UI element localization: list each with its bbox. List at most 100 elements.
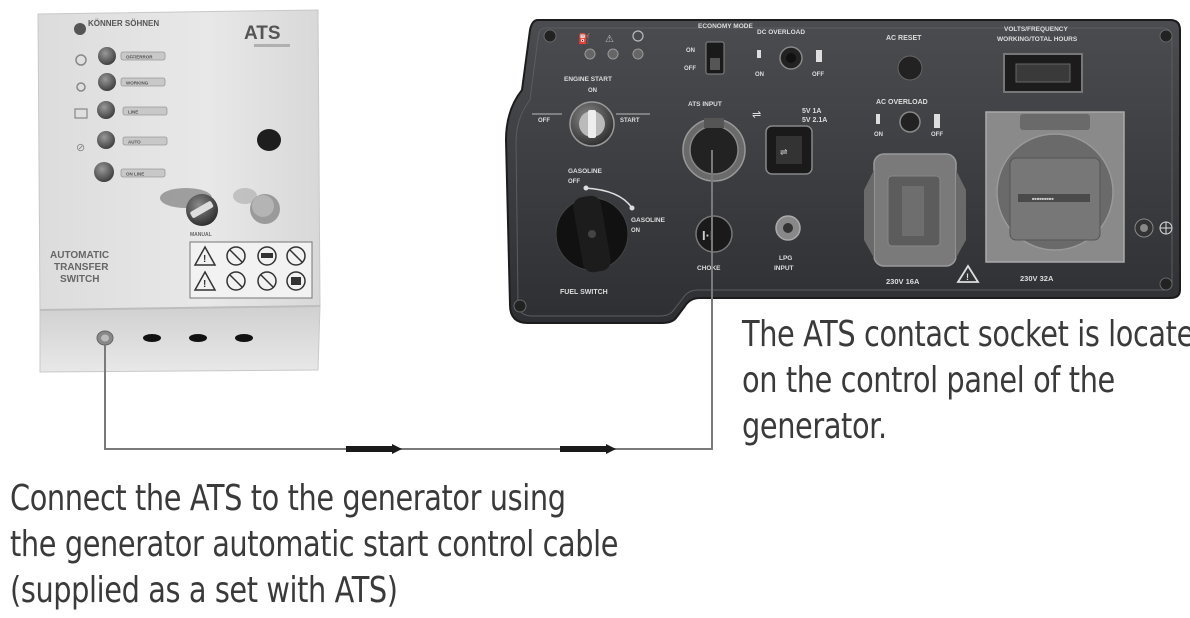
usb-icon: ⇌ bbox=[752, 109, 761, 121]
svg-text:OFF: OFF bbox=[812, 72, 824, 78]
switch-off-icon bbox=[934, 114, 940, 128]
volts-frequency-display: VOLTS/FREQUENCY WORKING/TOTAL HOURS bbox=[997, 26, 1083, 93]
socket-230v-16a: 230V 16A bbox=[864, 153, 966, 286]
no-vehicle-icon bbox=[257, 246, 277, 266]
ats-red-button bbox=[233, 188, 280, 224]
usb-port: ⇌ 5V 1A 5V 2.1A ⇌ bbox=[752, 108, 827, 175]
svg-text:GASOLINE: GASOLINE bbox=[568, 168, 603, 175]
panel-screws bbox=[513, 29, 1173, 313]
output-icon bbox=[632, 30, 644, 42]
svg-text:OFF: OFF bbox=[931, 132, 943, 138]
svg-text:FUEL SWITCH: FUEL SWITCH bbox=[560, 289, 608, 296]
engine-start-switch: ENGINE START ON OFF START bbox=[532, 76, 650, 147]
caption-line: (supplied as a set with ATS) bbox=[10, 570, 398, 611]
svg-text:!: ! bbox=[966, 272, 969, 282]
ac-overload-button bbox=[899, 111, 921, 133]
svg-text:CHOKE: CHOKE bbox=[697, 265, 721, 272]
indicator-working bbox=[98, 73, 116, 91]
svg-text:GASOLINE: GASOLINE bbox=[631, 217, 666, 224]
svg-text:ON: ON bbox=[686, 48, 695, 54]
ats-socket-caption: The ATS contact socket is located on the… bbox=[742, 312, 1190, 450]
auto-icon: ⊘ bbox=[76, 142, 85, 154]
svg-text:ON: ON bbox=[755, 72, 764, 78]
usb-symbol-icon: ⇌ bbox=[780, 147, 788, 157]
control-cable bbox=[104, 150, 713, 454]
ats-box-lettering: AUTOMATIC TRANSFER SWITCH bbox=[50, 250, 109, 285]
svg-text:ENGINE START: ENGINE START bbox=[564, 76, 612, 83]
no-fire-icon bbox=[286, 246, 306, 266]
indicator-auto bbox=[97, 131, 115, 149]
ac-reset: AC RESET bbox=[886, 35, 923, 81]
indicator-off-error bbox=[98, 47, 116, 65]
svg-text:INPUT: INPUT bbox=[774, 265, 794, 272]
svg-text:LPG: LPG bbox=[779, 255, 792, 262]
choke-icon: I·I bbox=[702, 228, 714, 243]
panel-indicator-lights: ⛽ ⚠ bbox=[578, 30, 644, 60]
arrow-head-icon bbox=[392, 444, 402, 454]
svg-text:230V 16A: 230V 16A bbox=[886, 277, 920, 286]
display-screen bbox=[1015, 63, 1071, 83]
warning-triangle-icon bbox=[193, 245, 217, 266]
gear-icon bbox=[76, 82, 86, 92]
switch-on-icon bbox=[876, 114, 880, 124]
ac-overload: AC OVERLOAD ON OFF bbox=[874, 99, 943, 138]
svg-text:SWITCH: SWITCH bbox=[60, 274, 99, 285]
no-water-icon bbox=[257, 271, 277, 291]
ats-bottom-hole bbox=[143, 334, 161, 342]
connection-caption: Connect the ATS to the generator using t… bbox=[10, 476, 619, 614]
read-manual-icon bbox=[286, 271, 306, 291]
electric-hazard-icon bbox=[193, 270, 217, 291]
caption-line: Connect the ATS to the generator using bbox=[10, 478, 566, 519]
dc-overload: DC OVERLOAD ON OFF bbox=[755, 29, 824, 78]
brand-logo-text: KÖNNER SÖHNEN bbox=[88, 19, 159, 28]
indicator-on-line bbox=[94, 162, 114, 182]
svg-text:230V 32A: 230V 32A bbox=[1020, 274, 1054, 283]
svg-text:5V 1A: 5V 1A bbox=[802, 108, 821, 115]
svg-text:!: ! bbox=[203, 279, 206, 290]
svg-text:5V 2.1A: 5V 2.1A bbox=[802, 117, 827, 124]
no-smoking-icon bbox=[226, 271, 246, 291]
ats-input-socket: ATS INPUT bbox=[682, 101, 746, 182]
svg-text:!: ! bbox=[203, 254, 206, 265]
caption-line: The ATS contact socket is located bbox=[742, 314, 1190, 355]
ats-bottom-hole bbox=[235, 334, 253, 342]
svg-text:OFF: OFF bbox=[568, 179, 580, 185]
mode-label-on-line: ON LINE bbox=[126, 172, 144, 177]
ats-warning-label: ! ! bbox=[189, 241, 313, 299]
svg-text:ATS INPUT: ATS INPUT bbox=[688, 101, 722, 108]
no-touch-icon bbox=[226, 246, 246, 266]
svg-text:ON: ON bbox=[631, 228, 640, 234]
panel-warning-icon: ! bbox=[956, 264, 980, 283]
konner-sohnen-logo: KÖNNER SÖHNEN bbox=[74, 19, 159, 35]
svg-text:TRANSFER: TRANSFER bbox=[54, 262, 109, 273]
oil-icon: ⛽ bbox=[578, 32, 590, 45]
choke-knob: I·I CHOKE bbox=[695, 215, 733, 272]
switch-off-icon bbox=[816, 50, 822, 62]
svg-text:■■■■■■■■■: ■■■■■■■■■ bbox=[1032, 196, 1054, 201]
caption-line: generator. bbox=[742, 406, 887, 447]
mode-label-off-error: OFF/ERROR bbox=[126, 55, 153, 60]
indicator-line bbox=[97, 101, 115, 119]
ats-mount-hole bbox=[257, 129, 281, 151]
svg-text:WORKING/TOTAL HOURS: WORKING/TOTAL HOURS bbox=[997, 36, 1078, 43]
power-icon bbox=[75, 54, 87, 66]
svg-text:AUTOMATIC: AUTOMATIC bbox=[50, 250, 109, 261]
svg-text:ON: ON bbox=[874, 132, 883, 138]
line-icon bbox=[74, 108, 88, 119]
warning-icon: ⚠ bbox=[605, 34, 614, 45]
manual-knob-label: MANUAL bbox=[190, 232, 212, 238]
fuel-switch: GASOLINE OFF GASOLINE ON FUEL SWITCH bbox=[555, 168, 666, 296]
caption-line: on the control panel of the bbox=[742, 360, 1115, 401]
svg-text:AC RESET: AC RESET bbox=[886, 35, 922, 42]
ac-reset-button bbox=[897, 55, 923, 81]
svg-text:OFF: OFF bbox=[684, 66, 696, 72]
ats-bottom-hole bbox=[189, 334, 207, 342]
arrow-head-icon bbox=[606, 444, 616, 454]
svg-text:ECONOMY MODE: ECONOMY MODE bbox=[698, 23, 753, 30]
lpg-input: LPG INPUT bbox=[774, 215, 801, 272]
svg-text:AC OVERLOAD: AC OVERLOAD bbox=[876, 99, 928, 106]
svg-text:DC OVERLOAD: DC OVERLOAD bbox=[757, 29, 805, 36]
caption-line: the generator automatic start control ca… bbox=[10, 524, 619, 565]
svg-text:OFF: OFF bbox=[538, 118, 550, 124]
